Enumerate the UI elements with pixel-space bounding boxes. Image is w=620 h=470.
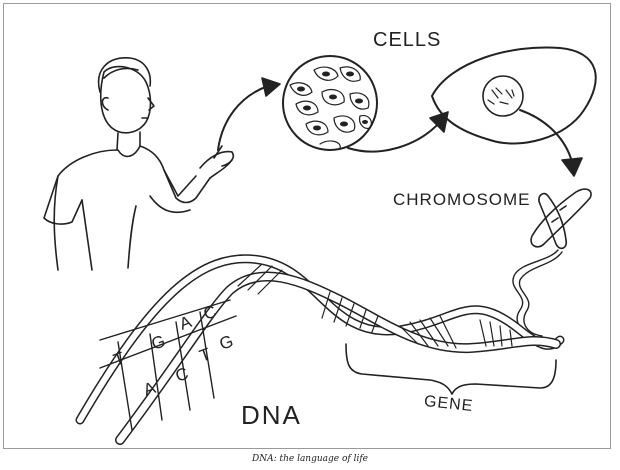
base-letter: C bbox=[201, 302, 219, 324]
arrow-cell-to-chromosome bbox=[519, 109, 583, 177]
base-letter: G bbox=[217, 331, 236, 353]
arrow-hand-to-cells bbox=[217, 77, 281, 151]
person-figure bbox=[43, 57, 235, 271]
chromosome bbox=[530, 188, 592, 250]
arrow-cells-to-cell bbox=[347, 111, 449, 153]
cells-label: CELLS bbox=[373, 29, 442, 51]
single-cell bbox=[431, 46, 597, 145]
base-letter: C bbox=[173, 364, 191, 386]
figure-caption: DNA: the language of life bbox=[251, 454, 369, 464]
base-letter: A bbox=[177, 312, 195, 334]
chromosome-label: CHROMOSOME bbox=[393, 190, 531, 209]
base-letter: T bbox=[197, 344, 213, 365]
gene-bracket bbox=[345, 343, 557, 395]
base-letter: G bbox=[149, 331, 168, 353]
cells-circle bbox=[282, 55, 378, 151]
dna-helix bbox=[75, 254, 565, 445]
dna-label: DNA bbox=[241, 400, 302, 430]
base-pairs: T A G C A T C G bbox=[99, 299, 237, 431]
